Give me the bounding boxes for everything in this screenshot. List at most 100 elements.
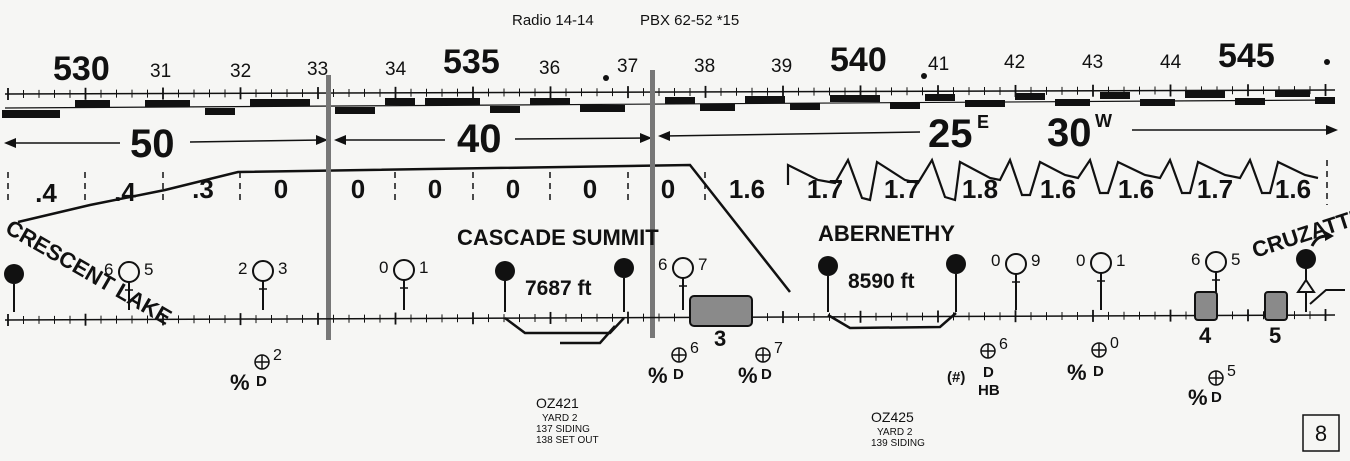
curve-bar [425, 98, 480, 105]
detector-code: D [673, 366, 684, 383]
radio-channel-label: Radio 14-14 [512, 12, 594, 29]
curve-bar [145, 100, 190, 107]
station-marker-icon [946, 254, 966, 274]
yard-code: OZ425 [871, 409, 914, 425]
signal-icon: 0 1 [379, 258, 428, 310]
speed-arrowhead [316, 135, 328, 145]
station-markers [4, 249, 1345, 312]
grade-value: .4 [35, 178, 57, 208]
track-structure-3 [689, 295, 753, 327]
detector-number: 2 [273, 347, 282, 364]
grade-zigzag [786, 157, 1319, 202]
signal-number-right: 9 [1031, 251, 1040, 270]
page-number: 8 [1315, 421, 1327, 446]
yard-line: YARD 2 [542, 413, 578, 424]
grade-value: 1.6 [729, 174, 765, 204]
grade-value: 1.7 [1197, 174, 1233, 204]
signal-number-left: 0 [1076, 251, 1085, 270]
curve-bar [580, 105, 625, 112]
detector-percent: % [738, 363, 758, 388]
curve-bar [665, 97, 695, 104]
milepost-42: 42 [1004, 52, 1025, 73]
curve-bar [250, 99, 310, 106]
curve-bar [830, 95, 880, 102]
track-number-5: 5 [1269, 323, 1281, 348]
curve-bar [2, 110, 60, 118]
signal-number-right: 1 [1116, 251, 1125, 270]
signal-number-left: 6 [1191, 250, 1200, 269]
milepost-44: 44 [1160, 52, 1182, 73]
top-ruler [4, 84, 1336, 100]
signal-number-left: 0 [379, 258, 388, 277]
milepost-535: 535 [443, 43, 500, 81]
detector: 2 % D [230, 347, 282, 395]
detector-code: D [1211, 389, 1222, 406]
speed-limit-25-suffix: E [977, 112, 989, 132]
yard-line: 139 SIDING [871, 438, 925, 449]
speed-limit-30-suffix: W [1095, 111, 1112, 131]
grade-separators [7, 160, 1328, 205]
speed-arrow-line [189, 139, 323, 143]
milepost-dot [1324, 59, 1330, 65]
curve-bar [490, 106, 520, 113]
yard-info-oz425: OZ425 YARD 2 139 SIDING [871, 409, 925, 449]
detector-code: D [983, 364, 994, 381]
signal-icon: 6 5 [1191, 250, 1240, 292]
curve-bar [925, 94, 955, 101]
station-marker-icon [1296, 249, 1316, 269]
signal-icon: 6 5 [104, 260, 153, 310]
station-cascade-summit: CASCADE SUMMIT [457, 225, 659, 250]
detector-number: 6 [690, 340, 699, 357]
signal-number-left: 0 [991, 251, 1000, 270]
boundary-bar [650, 70, 655, 338]
curve-bar [1275, 90, 1310, 97]
milepost-dot [603, 75, 609, 81]
grade-value: 0 [351, 174, 365, 204]
curve-bar [1140, 99, 1175, 106]
curve-bar [530, 98, 570, 105]
milepost-34: 34 [385, 59, 407, 80]
signal-icon: 0 9 [991, 251, 1040, 310]
speed-arrowhead [334, 135, 346, 145]
grade-value: 0 [428, 174, 442, 204]
grade-value: 1.6 [1275, 174, 1311, 204]
curve-bar [75, 100, 110, 107]
milepost-33: 33 [307, 59, 328, 80]
top-ruler-line [4, 89, 1336, 95]
speed-arrow-line [514, 137, 647, 140]
detector-percent: % [648, 363, 668, 388]
pbx-label: PBX 62-52 *15 [640, 12, 739, 29]
cruzatte-arrowhead-icon [1325, 231, 1334, 241]
curve-bar [385, 98, 415, 105]
station-abernethy-elevation: 8590 ft [848, 270, 915, 293]
track-structure-5 [1264, 291, 1288, 321]
signal-icon: 6 7 [658, 255, 707, 310]
milepost-36: 36 [539, 58, 560, 79]
milepost-39: 39 [771, 56, 792, 77]
milepost-31: 31 [150, 61, 171, 82]
speed-arrowhead [658, 131, 670, 141]
boundary-bar [326, 75, 331, 340]
detector-percent: % [1067, 360, 1087, 385]
cruzatte-wye-track [1309, 289, 1345, 305]
yard-line: 138 SET OUT [536, 435, 599, 446]
signal-number-left: 6 [104, 260, 113, 279]
signal-number-right: 5 [1231, 250, 1240, 269]
curve-bar [1100, 92, 1130, 99]
station-triangle-icon [1296, 278, 1316, 293]
yard-line: YARD 2 [877, 427, 913, 438]
detector-percent: % [230, 370, 250, 395]
grade-value: 0 [661, 174, 675, 204]
grade-value: 1.6 [1118, 174, 1154, 204]
detector: 6 (#) D HB [947, 336, 1008, 399]
station-marker-icon [4, 264, 24, 284]
speed-limit-40: 40 [457, 117, 502, 161]
track-structure-4 [1194, 291, 1218, 321]
track-number-3: 3 [714, 326, 726, 351]
curve-bar [335, 107, 375, 114]
grade-value: .4 [114, 177, 136, 207]
detector: 7 % D [738, 340, 783, 388]
curvature-bars [2, 90, 1336, 118]
signal-number-right: 1 [419, 258, 428, 277]
